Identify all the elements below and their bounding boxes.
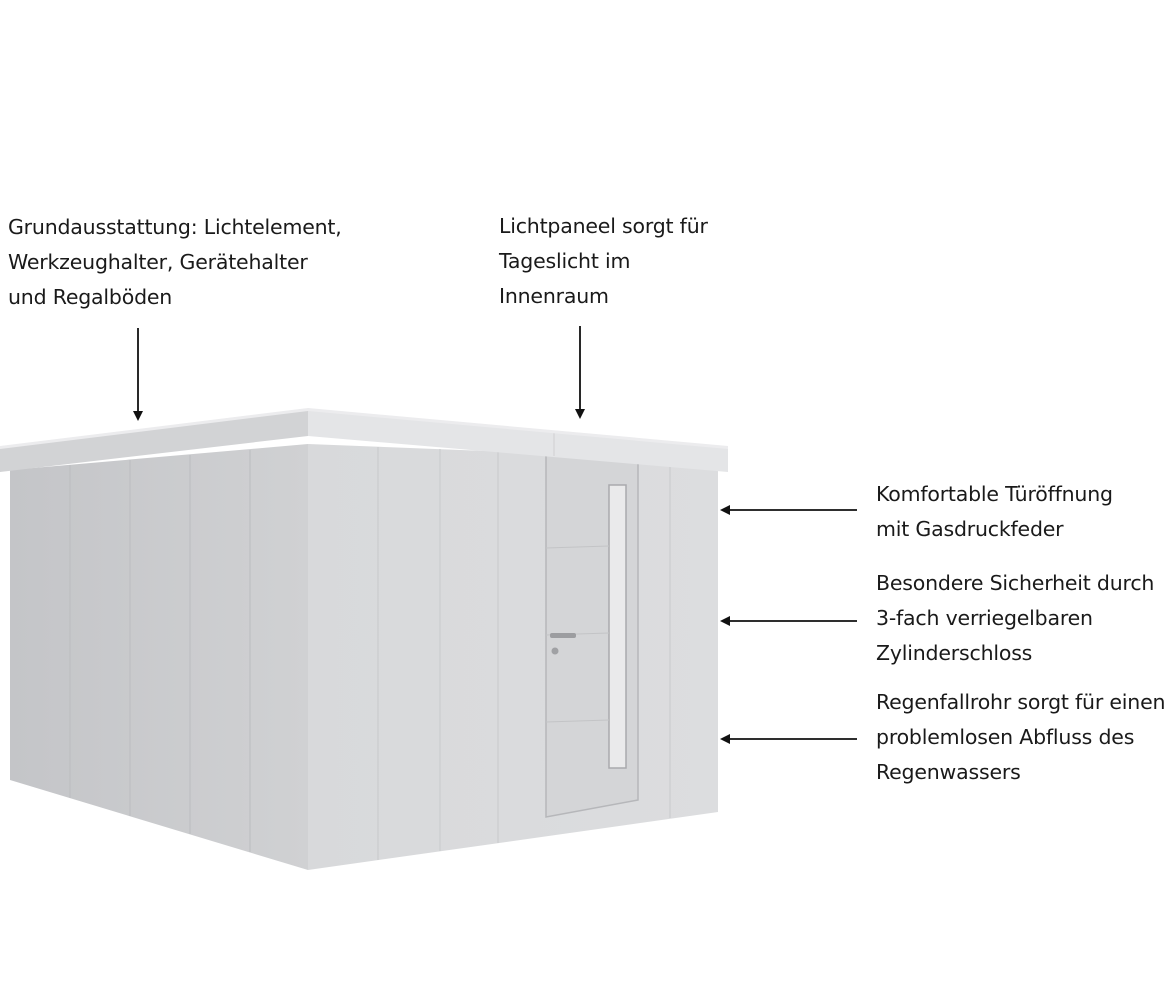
- annotation-line: mit Gasdruckfeder: [876, 517, 1064, 541]
- annotation-line: Lichtpaneel sorgt für: [499, 214, 708, 238]
- shed-side-wall: [10, 444, 308, 870]
- annotation-line: problemlosen Abfluss des: [876, 725, 1135, 749]
- annotation-line: Grundausstattung: Lichtelement,: [8, 215, 342, 239]
- annotation-line: Werkzeughalter, Gerätehalter: [8, 250, 308, 274]
- annotation-line: und Regalböden: [8, 285, 173, 309]
- annotation-rain-drain: Regenfallrohr sorgt für einen problemlos…: [876, 685, 1166, 790]
- annotation-line: Komfortable Türöffnung: [876, 482, 1113, 506]
- door-light-panel: [608, 484, 627, 769]
- annotation-line: Regenfallrohr sorgt für einen: [876, 690, 1166, 714]
- annotation-line: Tageslicht im: [499, 249, 631, 273]
- shed-door: [545, 454, 639, 818]
- annotation-line: Besondere Sicherheit durch: [876, 571, 1155, 595]
- annotation-light-panel: Lichtpaneel sorgt für Tageslicht im Inne…: [499, 209, 708, 314]
- annotation-security-lock: Besondere Sicherheit durch 3-fach verrie…: [876, 566, 1154, 671]
- door-handle: [550, 633, 576, 638]
- annotation-door-opening: Komfortable Türöffnung mit Gasdruckfeder: [876, 477, 1113, 547]
- shed-front-wall: [308, 444, 718, 870]
- annotation-line: Regenwassers: [876, 760, 1021, 784]
- annotation-line: Innenraum: [499, 284, 609, 308]
- annotation-line: Zylinderschloss: [876, 641, 1033, 665]
- annotation-equipment: Grundausstattung: Lichtelement, Werkzeug…: [8, 210, 342, 315]
- annotation-arrows: [133, 326, 857, 744]
- annotation-line: 3-fach verriegelbaren: [876, 606, 1093, 630]
- shed-roof: [0, 408, 728, 472]
- door-lock: [551, 647, 559, 655]
